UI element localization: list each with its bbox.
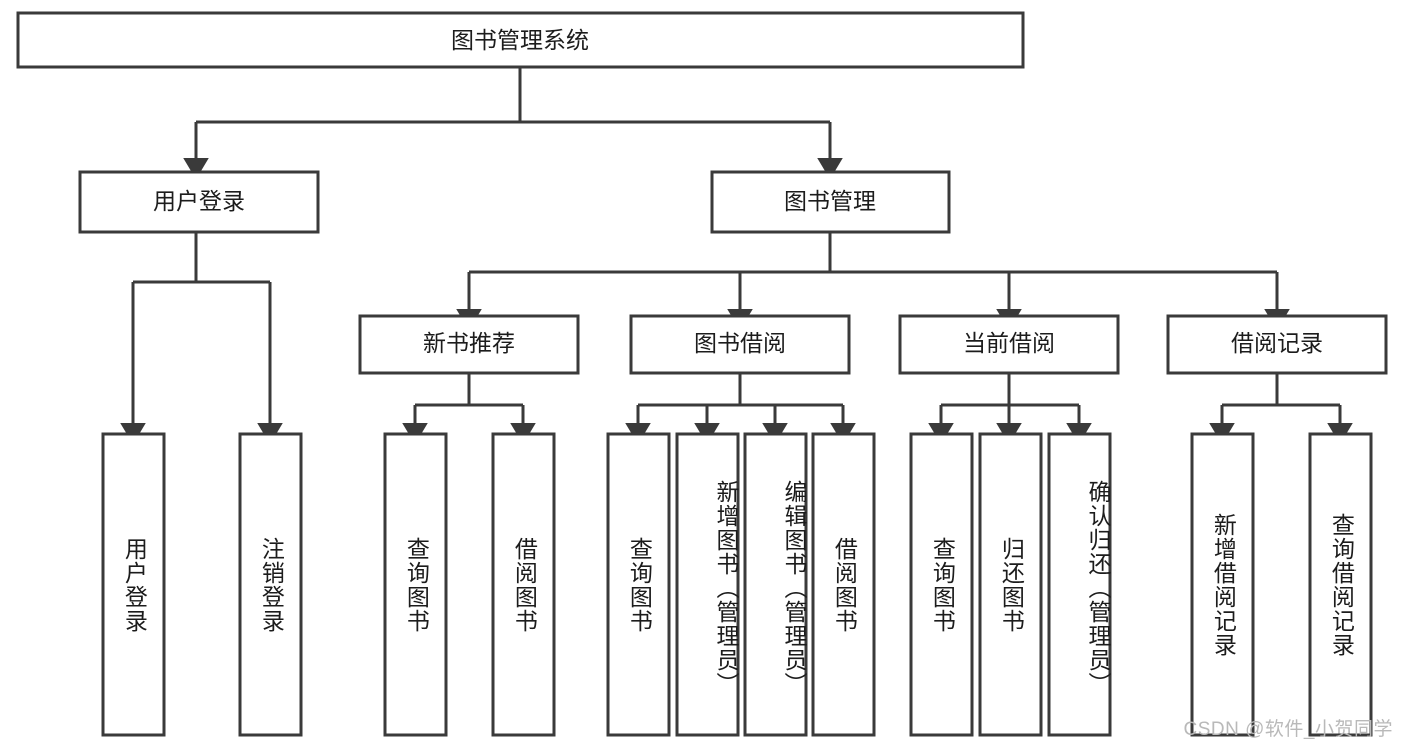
node-box-leaf-add-record[interactable] (1190, 432, 1255, 737)
node-box-current-borrow[interactable] (898, 314, 1120, 375)
node-box-new-book-recommend[interactable] (358, 314, 580, 375)
node-box-leaf-query-book-1[interactable] (383, 432, 448, 737)
node-label-new-book-recommend: 新书推荐 (423, 330, 515, 356)
node-box-leaf-edit-book[interactable] (743, 432, 808, 737)
node-box-leaf-user-logout[interactable] (238, 432, 303, 737)
connector-new-book-recommend-bus (402, 373, 536, 445)
node-box-book-manage[interactable] (710, 170, 951, 234)
node-box-leaf-return-book[interactable] (978, 432, 1043, 737)
node-label-book-borrow: 图书借阅 (694, 330, 786, 356)
node-box-leaf-query-record[interactable] (1308, 432, 1373, 737)
node-label-borrow-record: 借阅记录 (1231, 330, 1323, 356)
node-box-leaf-query-book-2[interactable] (606, 432, 671, 737)
connector-user-login-bus (120, 232, 283, 445)
node-box-leaf-borrow-book-2[interactable] (811, 432, 876, 737)
node-box-leaf-query-book-3[interactable] (909, 432, 974, 737)
watermark-text: CSDN @软件_小贺同学 (1183, 719, 1393, 740)
node-box-borrow-record[interactable] (1166, 314, 1388, 375)
connector-root-bus (183, 66, 843, 180)
node-box-leaf-borrow-book-1[interactable] (491, 432, 556, 737)
node-box-leaf-confirm-return[interactable] (1047, 432, 1112, 737)
node-label-user-login: 用户登录 (153, 188, 245, 214)
connector-book-borrow-bus (625, 373, 856, 445)
node-label-root: 图书管理系统 (451, 27, 589, 53)
connector-book-manage-bus (456, 232, 1290, 331)
connector-borrow-record-bus (1209, 373, 1353, 445)
node-box-leaf-user-login[interactable] (101, 432, 166, 737)
connector-current-borrow-bus (928, 373, 1092, 445)
node-box-leaf-add-book[interactable] (675, 432, 740, 737)
node-label-book-manage: 图书管理 (784, 188, 876, 214)
node-box-user-login[interactable] (78, 170, 320, 234)
node-box-root[interactable] (16, 11, 1025, 69)
node-label-current-borrow: 当前借阅 (963, 330, 1055, 356)
node-box-book-borrow[interactable] (629, 314, 851, 375)
